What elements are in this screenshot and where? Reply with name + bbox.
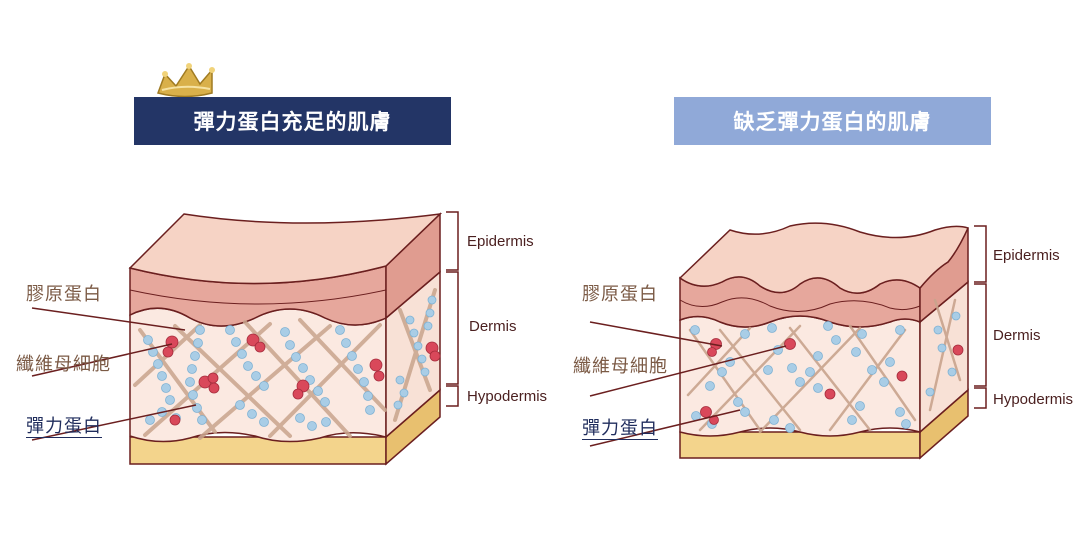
- label-hypodermis-right: Hypodermis: [993, 391, 1074, 408]
- skin-block-left: [128, 212, 443, 466]
- epidermis-top-left: [128, 212, 443, 285]
- label-hypodermis-left: Hypodermis: [467, 388, 548, 405]
- layer-brackets-right: [974, 225, 987, 409]
- leader-lines-right: [589, 321, 787, 447]
- label-dermis-right: Dermis: [993, 327, 1041, 344]
- crown-icon: [157, 63, 215, 98]
- label-fibroblast-right: 纖維母細胞: [573, 356, 668, 377]
- epidermis-top-right: [678, 222, 970, 294]
- hypodermis-front-right: [679, 431, 921, 459]
- label-epidermis-right: Epidermis: [993, 247, 1060, 264]
- panel-title-right: 缺乏彈力蛋白的肌膚: [674, 97, 991, 145]
- label-elastin-right: 彈力蛋白: [582, 418, 658, 439]
- layer-brackets-left: [446, 211, 459, 407]
- leader-lines-left: [31, 307, 197, 441]
- label-collagen-right: 膠原蛋白: [582, 284, 658, 305]
- label-collagen-left: 膠原蛋白: [26, 284, 102, 305]
- skin-block-right: [678, 222, 970, 460]
- fibroblasts-right: [700, 338, 964, 425]
- fibroblasts-left: [162, 333, 441, 426]
- panel-title-left: 彈力蛋白充足的肌膚: [134, 97, 451, 145]
- label-epidermis-left: Epidermis: [467, 233, 534, 250]
- label-elastin-left: 彈力蛋白: [26, 416, 102, 437]
- label-fibroblast-left: 纖維母細胞: [16, 354, 111, 375]
- label-dermis-left: Dermis: [469, 318, 517, 335]
